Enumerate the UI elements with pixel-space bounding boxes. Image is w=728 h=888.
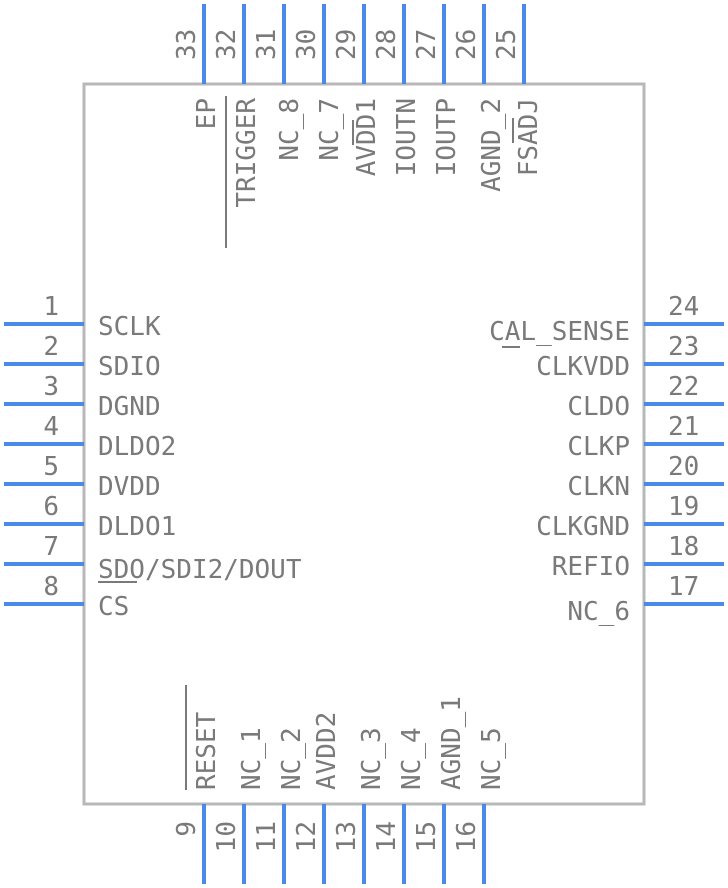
overbars [98, 96, 520, 790]
pin-number: 4 [43, 412, 59, 442]
pin-number: 1 [43, 292, 59, 322]
pin-label: NC_1 [237, 727, 267, 790]
pin-number: 23 [668, 332, 699, 362]
pin-number: 28 [372, 29, 402, 60]
pin-label: DLDO1 [98, 512, 176, 542]
top-pin-group: 33 EP 32 TRIGGER 31 NC_8 30 NC_7 29 AVDD… [172, 29, 544, 208]
pin-label: DLDO2 [98, 432, 176, 462]
pin-number: 19 [668, 492, 699, 522]
pin-number: 21 [668, 412, 699, 442]
pin-label: REFIO [552, 552, 630, 582]
pin-number: 25 [492, 29, 522, 60]
pin-number: 29 [332, 29, 362, 60]
bottom-pin-group: 9 RESET 10 NC_1 11 NC_2 12 AVDD2 13 NC_3… [172, 696, 507, 852]
pin-number: 30 [292, 29, 322, 60]
pin-label: FSADJ [514, 98, 544, 176]
pin-label: AVDD1 [352, 98, 382, 176]
pin-label: IOUTN [392, 98, 422, 176]
pin-label: AGND_2 [477, 98, 507, 192]
pin-label: NC_7 [315, 98, 345, 161]
pin-label: NC_6 [567, 597, 630, 627]
pin-label: DVDD [98, 472, 161, 502]
pin-number: 10 [212, 821, 242, 852]
pin-number: 16 [452, 821, 482, 852]
pin-number: 12 [292, 821, 322, 852]
pin-label: AGND_1 [437, 696, 467, 790]
pin-number: 17 [668, 572, 699, 602]
pin-number: 6 [43, 492, 59, 522]
pin-number: 22 [668, 372, 699, 402]
left-pin-group: 1 SCLK 2 SDIO 3 DGND 4 DLDO2 5 DVDD 6 DL… [43, 292, 301, 622]
pin-label: SCLK [98, 312, 161, 342]
pin-number: 13 [332, 821, 362, 852]
pin-label: TRIGGER [232, 98, 262, 208]
pin-label: CS [98, 592, 129, 622]
pin-label: CLDO [567, 392, 630, 422]
pin-label: CLKN [567, 472, 630, 502]
pin-label: NC_4 [397, 727, 427, 790]
pin-number: 26 [452, 29, 482, 60]
right-pin-group: 24 CAL_SENSE 23 CLKVDD 22 CLDO 21 CLKP 2… [489, 292, 699, 627]
pin-label: CLKP [567, 432, 630, 462]
pin-label: IOUTP [432, 98, 462, 176]
pin-number: 5 [43, 452, 59, 482]
pin-label: CLKVDD [536, 352, 630, 382]
pin-lines [4, 4, 724, 884]
pin-number: 2 [43, 332, 59, 362]
pin-number: 7 [43, 532, 59, 562]
pin-number: 3 [43, 372, 59, 402]
pin-number: 24 [668, 292, 699, 322]
pin-number: 27 [412, 29, 442, 60]
pin-number: 18 [668, 532, 699, 562]
pin-number: 32 [212, 29, 242, 60]
pin-number: 8 [43, 572, 59, 602]
pin-label: RESET [192, 711, 222, 790]
pin-number: 9 [172, 821, 202, 837]
pin-number: 14 [372, 821, 402, 852]
pin-label: CLKGND [536, 512, 630, 542]
pin-label: AVDD2 [312, 712, 342, 790]
pin-number: 33 [172, 29, 202, 60]
pin-label: SDO/SDI2/DOUT [98, 555, 302, 585]
pin-number: 11 [252, 821, 282, 852]
pin-label: DGND [98, 392, 161, 422]
pin-number: 31 [252, 29, 282, 60]
pin-label: NC_5 [477, 727, 507, 790]
pin-label: CAL_SENSE [489, 317, 630, 347]
pin-label: NC_3 [357, 727, 387, 790]
pin-number: 20 [668, 452, 699, 482]
pin-label: NC_8 [275, 98, 305, 161]
pin-number: 15 [412, 821, 442, 852]
pin-label: SDIO [98, 352, 161, 382]
pin-label: NC_2 [277, 727, 307, 790]
pin-label: EP [192, 98, 222, 129]
